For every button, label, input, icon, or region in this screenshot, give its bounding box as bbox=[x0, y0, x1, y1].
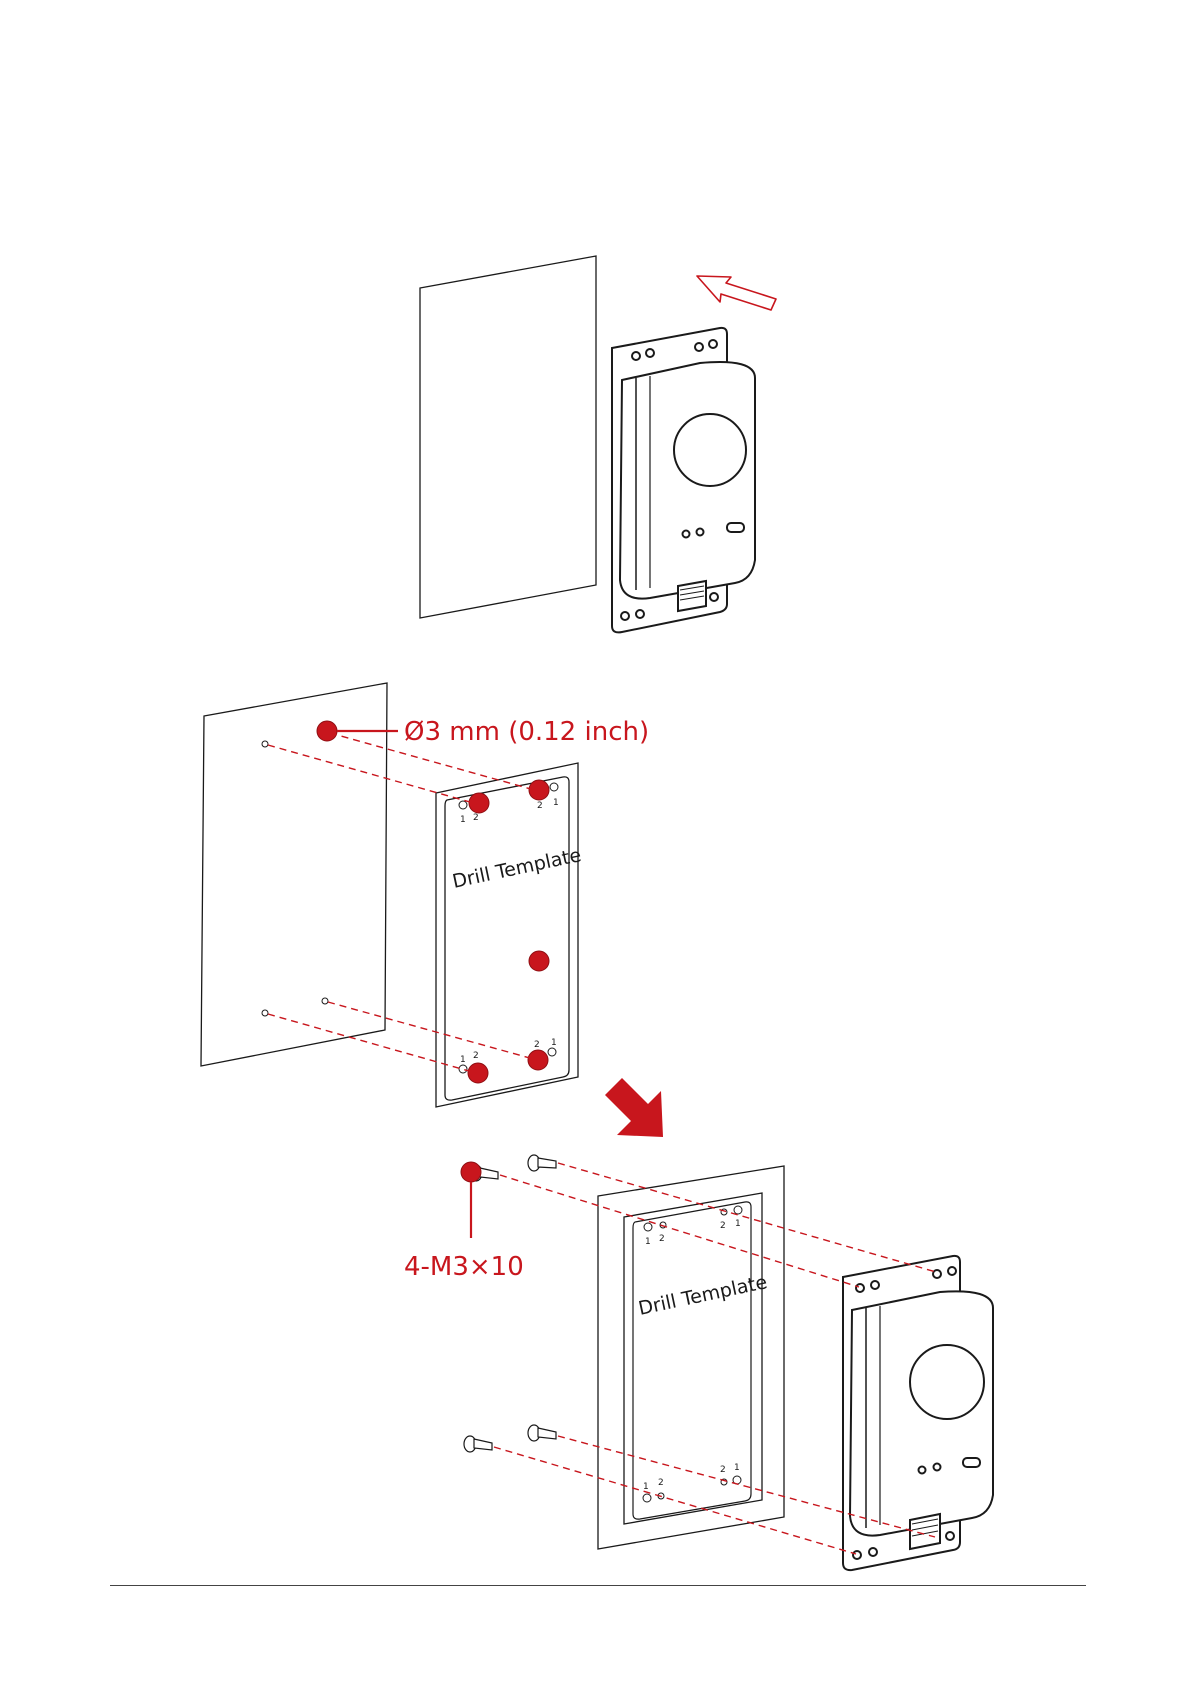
footer-rule bbox=[110, 1585, 1086, 1586]
wall-hole bbox=[322, 998, 328, 1004]
hole-number: 2 bbox=[658, 1478, 664, 1488]
solid-diagonal-arrow-icon bbox=[605, 1078, 663, 1137]
hole-number: 1 bbox=[734, 1463, 740, 1473]
template-hole bbox=[550, 783, 558, 791]
step2-group: Drill Template 1 2 2 1 1 2 2 1 bbox=[201, 683, 649, 1107]
screw bbox=[528, 1155, 556, 1171]
drill-marker bbox=[528, 1050, 548, 1070]
wall-hole bbox=[262, 741, 268, 747]
hole-number: 2 bbox=[720, 1465, 726, 1475]
step1-group bbox=[420, 256, 776, 632]
hole-number: 2 bbox=[537, 801, 543, 811]
hole-number: 2 bbox=[659, 1234, 665, 1244]
wall-hole bbox=[262, 1010, 268, 1016]
hole-number: 1 bbox=[460, 1055, 466, 1065]
drill-marker bbox=[529, 951, 549, 971]
step3-group: Drill Template 1 2 2 1 1 2 2 1 bbox=[404, 1155, 993, 1570]
template-hole bbox=[643, 1494, 651, 1502]
drill-marker bbox=[468, 1063, 488, 1083]
hole-number: 2 bbox=[720, 1221, 726, 1231]
hole-number: 2 bbox=[534, 1040, 540, 1050]
hole-number: 1 bbox=[643, 1482, 649, 1492]
hole-size-label: Ø3 mm (0.12 inch) bbox=[404, 717, 649, 747]
hole-number: 2 bbox=[473, 813, 479, 823]
template-hole bbox=[459, 1065, 467, 1073]
template-hole bbox=[644, 1223, 652, 1231]
drill-marker bbox=[317, 721, 337, 741]
drill-template-sheet bbox=[436, 763, 578, 1107]
blank-mounting-panel bbox=[420, 256, 596, 618]
screw-spec-label: 4-M3×10 bbox=[404, 1252, 524, 1282]
template-hole bbox=[548, 1048, 556, 1056]
template-hole bbox=[734, 1206, 742, 1214]
screw-marker bbox=[461, 1162, 481, 1182]
hole-number: 1 bbox=[553, 798, 559, 808]
hole-number: 1 bbox=[551, 1038, 557, 1048]
hole-number: 1 bbox=[735, 1219, 741, 1229]
device-top bbox=[612, 328, 755, 633]
outline-arrow-icon bbox=[697, 276, 776, 310]
hole-number: 2 bbox=[473, 1051, 479, 1061]
screw-set bbox=[464, 1155, 556, 1452]
hole-number: 1 bbox=[645, 1237, 651, 1247]
hole-number: 1 bbox=[460, 815, 466, 825]
screw bbox=[528, 1425, 556, 1441]
screw bbox=[464, 1436, 492, 1452]
drill-marker bbox=[469, 793, 489, 813]
device-bottom bbox=[843, 1256, 993, 1570]
template-hole bbox=[459, 801, 467, 809]
